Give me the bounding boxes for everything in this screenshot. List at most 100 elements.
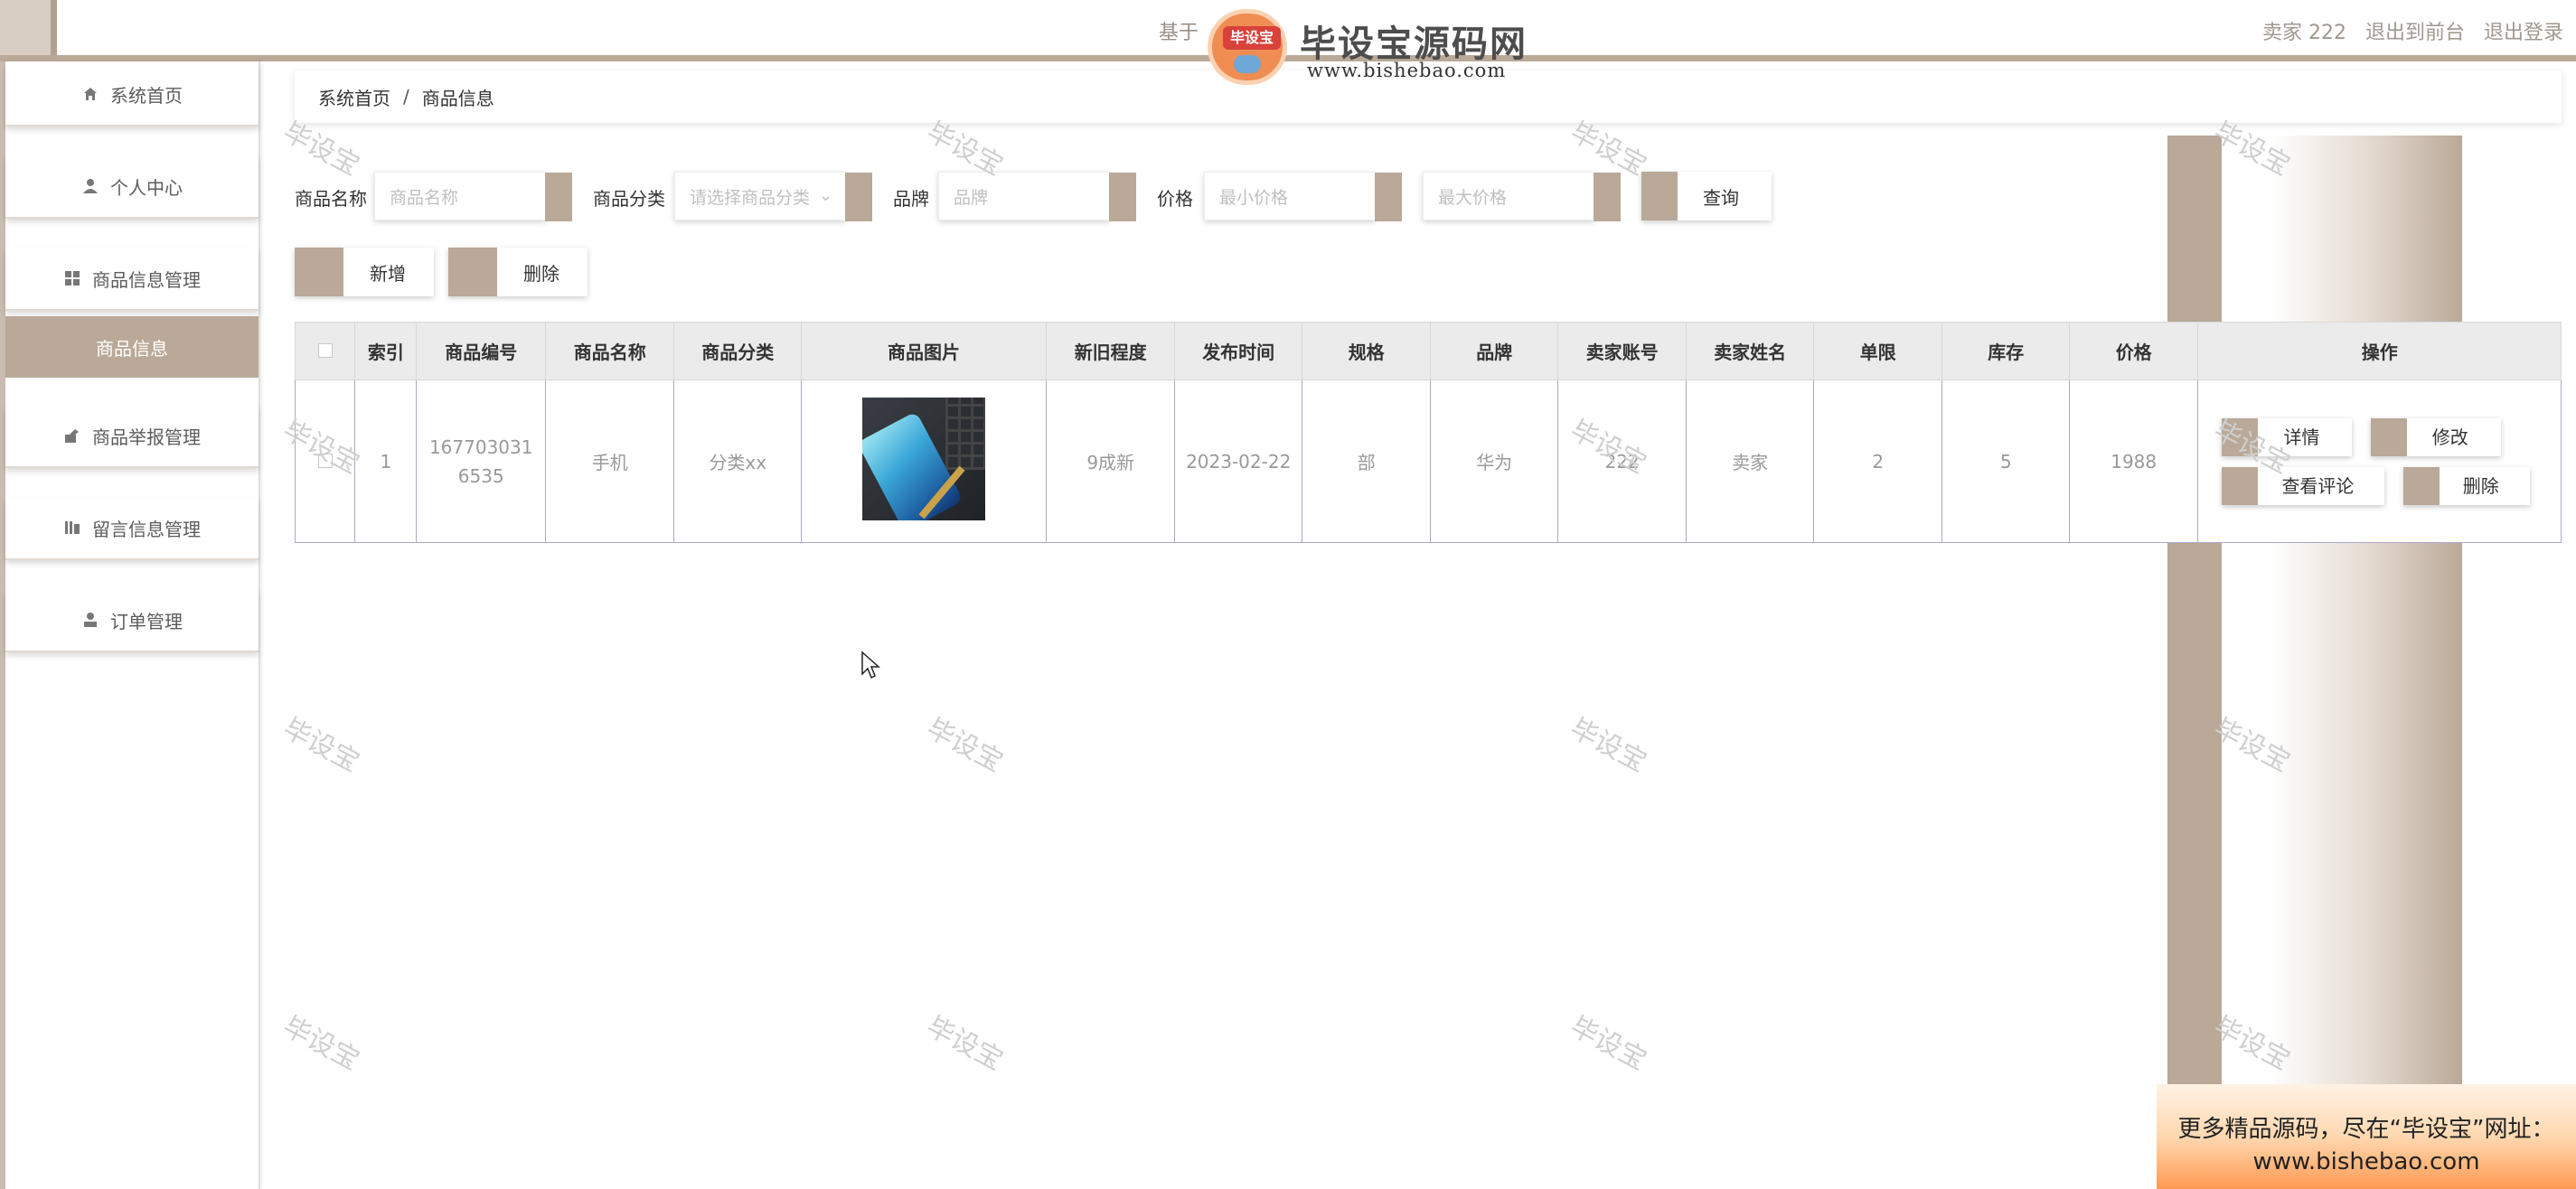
user-area: 卖家 222 退出到前台 退出登录	[2262, 16, 2576, 45]
grid-icon	[63, 269, 81, 287]
back-to-front-link[interactable]: 退出到前台	[2364, 22, 2465, 44]
phone-product-image[interactable]	[861, 398, 985, 520]
select-all-checkbox[interactable]	[317, 342, 333, 358]
date-cell: 2023-02-22	[1174, 379, 1302, 543]
decorative-gradient-panel	[2222, 136, 2462, 1084]
sidebar-item-home[interactable]: 系统首页	[5, 63, 259, 126]
search-form: 商品名称 商品名称 商品分类 请选择商品分类 ⌄ 品牌 品牌 价格 最小价格 最…	[295, 172, 2102, 221]
detail-button[interactable]: 详情	[2222, 417, 2353, 456]
header-left-block	[0, 0, 51, 55]
button-accent-block	[2222, 466, 2259, 505]
column-header: 规格	[1301, 322, 1432, 380]
sidebar-item-product-info[interactable]: 商品信息	[5, 316, 259, 378]
stock-cell: 5	[1941, 379, 2070, 543]
column-header: 卖家姓名	[1686, 322, 1814, 380]
brand-logo-face	[1234, 55, 1261, 73]
brand-placeholder: 品牌	[954, 187, 989, 208]
promo-line-2: www.bishebao.com	[2252, 1148, 2480, 1175]
order-icon	[81, 611, 99, 629]
min-price-input[interactable]: 最小价格	[1204, 172, 1402, 221]
watermark-text: 毕设宝	[921, 1010, 1009, 1077]
brand-logo-badge: 毕设宝	[1223, 26, 1281, 50]
breadcrumb-home[interactable]: 系统首页	[318, 87, 390, 109]
row-delete-button-label: 删除	[2462, 474, 2499, 497]
input-accent-tab	[845, 173, 872, 221]
sidebar-item-message-management[interactable]: 留言信息管理	[5, 497, 259, 560]
row-delete-button[interactable]: 删除	[2402, 466, 2530, 505]
max-price-input[interactable]: 最大价格	[1423, 172, 1621, 221]
add-button-label: 新增	[370, 262, 406, 285]
seller-name-cell: 卖家	[1686, 379, 1814, 543]
product-name-input[interactable]: 商品名称	[374, 172, 572, 221]
sidebar: 系统首页 个人中心 商品信息管理 商品信息 商品举报管理 留言信息管理 订单管理	[0, 61, 260, 1189]
select-all-header	[294, 322, 356, 380]
watermark-text: 毕设宝	[1565, 1010, 1652, 1077]
brand-name: 毕设宝源码网	[1300, 23, 1528, 65]
min-price-placeholder: 最小价格	[1219, 187, 1289, 208]
user-icon	[81, 177, 99, 195]
watermark-text: 毕设宝	[277, 1010, 365, 1077]
brand-input[interactable]: 品牌	[938, 172, 1136, 221]
breadcrumb-separator: /	[403, 86, 409, 108]
user-label: 卖家 222	[2261, 22, 2346, 44]
table-header-row: 索引 商品编号 商品名称 商品分类 商品图片 新旧程度 发布时间 规格 品牌 卖…	[294, 322, 2562, 380]
button-accent-block	[448, 248, 497, 296]
add-button[interactable]: 新增	[295, 248, 434, 296]
button-accent-block	[2222, 417, 2259, 456]
sidebar-item-report-management[interactable]: 商品举报管理	[5, 405, 259, 468]
category-cell: 分类xx	[673, 379, 802, 543]
brand-label: 品牌	[893, 188, 929, 210]
input-accent-tab	[1375, 173, 1402, 221]
button-accent-block	[2370, 417, 2407, 456]
image-cell	[800, 379, 1047, 543]
edit-button[interactable]: 修改	[2370, 417, 2501, 456]
column-header: 库存	[1941, 322, 2070, 380]
sidebar-item-label: 商品举报管理	[92, 426, 201, 448]
column-header: 索引	[354, 322, 418, 380]
input-accent-tab	[1594, 173, 1621, 221]
brand-watermark: 毕设宝 毕设宝源码网 www.bishebao.com	[1195, 4, 1547, 85]
delete-button-label: 删除	[523, 262, 559, 285]
button-accent-block	[295, 248, 343, 296]
watermark-text: 毕设宝	[921, 712, 1009, 779]
category-placeholder: 请选择商品分类	[690, 187, 811, 208]
column-header: 价格	[2068, 322, 2199, 380]
logout-link[interactable]: 退出登录	[2483, 22, 2563, 44]
top-header: 基于 卖家 222 退出到前台 退出登录	[0, 0, 2576, 61]
breadcrumb: 系统首页 / 商品信息	[295, 70, 2562, 123]
brand-cell: 华为	[1430, 379, 1558, 543]
sidebar-item-label: 订单管理	[110, 610, 183, 632]
column-header: 卖家账号	[1556, 322, 1688, 380]
mouse-cursor-icon	[861, 651, 880, 679]
column-header: 单限	[1812, 322, 1943, 380]
limit-cell: 2	[1812, 379, 1943, 543]
query-button-label: 查询	[1703, 186, 1739, 209]
sidebar-item-label: 商品信息管理	[92, 268, 201, 291]
sidebar-item-profile[interactable]: 个人中心	[5, 155, 259, 219]
code-cell: 1677030316535	[416, 379, 546, 543]
condition-cell: 9成新	[1045, 379, 1176, 543]
column-header: 品牌	[1430, 322, 1558, 380]
promo-banner[interactable]: 更多精品源码，尽在“毕设宝”网址： www.bishebao.com	[2157, 1084, 2576, 1189]
brand-logo: 毕设宝	[1208, 9, 1287, 85]
column-header: 商品图片	[800, 322, 1047, 380]
delete-button[interactable]: 删除	[448, 248, 588, 296]
chevron-down-icon: ⌄	[818, 186, 832, 205]
index-cell: 1	[354, 379, 418, 543]
seller-account-cell: 222	[1556, 379, 1688, 543]
brand-url: www.bishebao.com	[1307, 60, 1507, 81]
row-checkbox[interactable]	[317, 453, 333, 468]
header-left-divider	[51, 0, 57, 55]
sidebar-item-label: 留言信息管理	[92, 518, 201, 540]
sidebar-item-product-management[interactable]: 商品信息管理	[5, 248, 259, 311]
row-select-cell	[294, 379, 356, 543]
input-accent-tab	[1109, 173, 1136, 221]
button-accent-block	[1641, 172, 1678, 220]
sidebar-left-strip	[0, 61, 5, 1189]
sidebar-item-label: 商品信息	[96, 337, 168, 360]
query-button[interactable]: 查询	[1641, 172, 1772, 220]
sidebar-item-order-management[interactable]: 订单管理	[5, 589, 259, 652]
image-keyboard	[945, 398, 985, 470]
view-comments-button[interactable]: 查看评论	[2222, 466, 2385, 505]
category-select[interactable]: 请选择商品分类 ⌄	[674, 172, 872, 221]
